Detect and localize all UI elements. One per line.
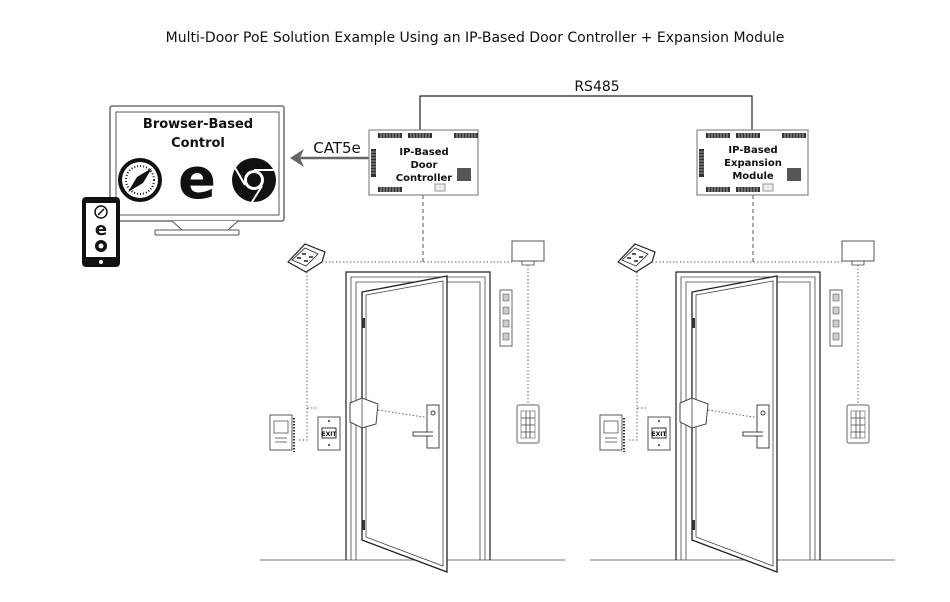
- door-scene-2: EXIT: [589, 240, 896, 573]
- diagram-title: Multi-Door PoE Solution Example Using an…: [166, 30, 785, 46]
- exit-label: EXIT: [651, 431, 667, 438]
- rs485-label: RS485: [574, 79, 619, 95]
- monitor-label-line1: Browser-Based: [143, 117, 253, 132]
- svg-text:e: e: [95, 219, 107, 240]
- browser-monitor: Browser-Based Control e: [109, 105, 285, 236]
- monitor-label-line2: Control: [171, 136, 225, 151]
- edge-e-icon: e: [95, 219, 107, 240]
- rs485-link: RS485: [419, 79, 753, 130]
- chrome-icon: [232, 158, 276, 203]
- expansion-module: IP-Based Expansion Module: [696, 129, 809, 196]
- edge-e-icon: e: [178, 147, 216, 212]
- expansion-line3: Module: [732, 171, 774, 182]
- safari-compass-icon: [118, 158, 162, 202]
- cat5e-label: CAT5e: [313, 139, 361, 157]
- cat5e-link: CAT5e: [290, 139, 369, 167]
- controller-line2: Door: [411, 160, 438, 171]
- smartphone: e: [82, 197, 120, 267]
- chrome-icon: [95, 240, 107, 252]
- controller-line1: IP-Based: [399, 147, 448, 158]
- safari-compass-icon: [94, 205, 108, 219]
- door-controller: IP-Based Door Controller: [368, 129, 479, 196]
- expansion-line1: IP-Based: [728, 145, 777, 156]
- svg-text:e: e: [178, 147, 216, 212]
- expansion-line2: Expansion: [724, 158, 782, 169]
- door-scene-1: EXIT: [259, 240, 566, 573]
- exit-label: EXIT: [321, 431, 337, 438]
- controller-line3: Controller: [396, 173, 453, 184]
